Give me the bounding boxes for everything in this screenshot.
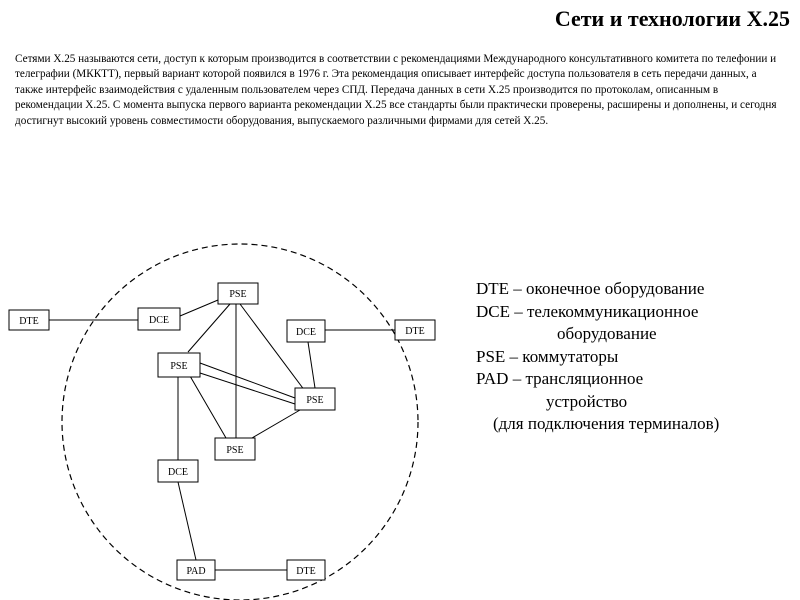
node-dce-right: DCE bbox=[286, 319, 326, 343]
node-label: PSE bbox=[170, 361, 187, 372]
node-label: PAD bbox=[186, 566, 205, 577]
network-boundary bbox=[61, 243, 419, 600]
node-label: PSE bbox=[229, 289, 246, 300]
link-pse-top-pse-right bbox=[239, 303, 306, 392]
link-dce-right-pse-right bbox=[307, 341, 316, 389]
link-pse-top-pse-left bbox=[187, 303, 231, 353]
link-dce-left-pse-top bbox=[179, 299, 219, 317]
intro-paragraph: Сетями Х.25 называются сети, доступ к ко… bbox=[15, 53, 777, 127]
legend-pse: PSE – коммутаторы bbox=[476, 346, 619, 366]
page-title: Сети и технологии Х.25 bbox=[554, 6, 790, 31]
node-label: PSE bbox=[226, 445, 243, 456]
node-pad: PAD bbox=[176, 559, 216, 581]
node-pse-left: PSE bbox=[157, 352, 201, 378]
link-pse-left-pse-bottom bbox=[189, 375, 227, 439]
node-label: DTE bbox=[296, 566, 315, 577]
node-dce-left: DCE bbox=[137, 307, 181, 331]
node-label: DTE bbox=[405, 326, 424, 337]
node-label: PSE bbox=[306, 395, 323, 406]
legend-dce-cont: оборудование bbox=[557, 324, 657, 343]
legend-pad: PAD – трансляционное bbox=[476, 369, 644, 388]
node-pse-top: PSE bbox=[217, 282, 259, 305]
node-label: DCE bbox=[296, 327, 316, 338]
legend-dte: DTE – оконечное оборудование bbox=[476, 279, 705, 298]
legend-dce: DCE – телекоммуникационное bbox=[476, 301, 699, 321]
node-dte-bottom: DTE bbox=[286, 559, 326, 581]
node-dce-bottom: DCE bbox=[157, 459, 199, 483]
node-dte-right: DTE bbox=[394, 319, 436, 341]
node-pse-right: PSE bbox=[294, 387, 336, 411]
connections bbox=[49, 299, 395, 571]
node-label: DCE bbox=[149, 315, 169, 326]
legend-pad-cont: устройство bbox=[546, 391, 628, 411]
node-label: DTE bbox=[19, 316, 38, 327]
legend-pad-note: (для подключения терминалов) bbox=[493, 414, 720, 433]
link-dce-bottom-pad bbox=[177, 481, 197, 561]
link-pse-left-pse-right-a bbox=[199, 362, 296, 399]
legend: DTE – оконечное оборудование DCE – телек… bbox=[476, 278, 796, 436]
link-pse-left-pse-right-b bbox=[199, 372, 296, 405]
node-dte-left: DTE bbox=[8, 309, 50, 331]
link-pse-right-pse-bottom bbox=[251, 409, 301, 439]
node-label: DCE bbox=[168, 467, 188, 478]
node-pse-bottom: PSE bbox=[214, 437, 256, 461]
